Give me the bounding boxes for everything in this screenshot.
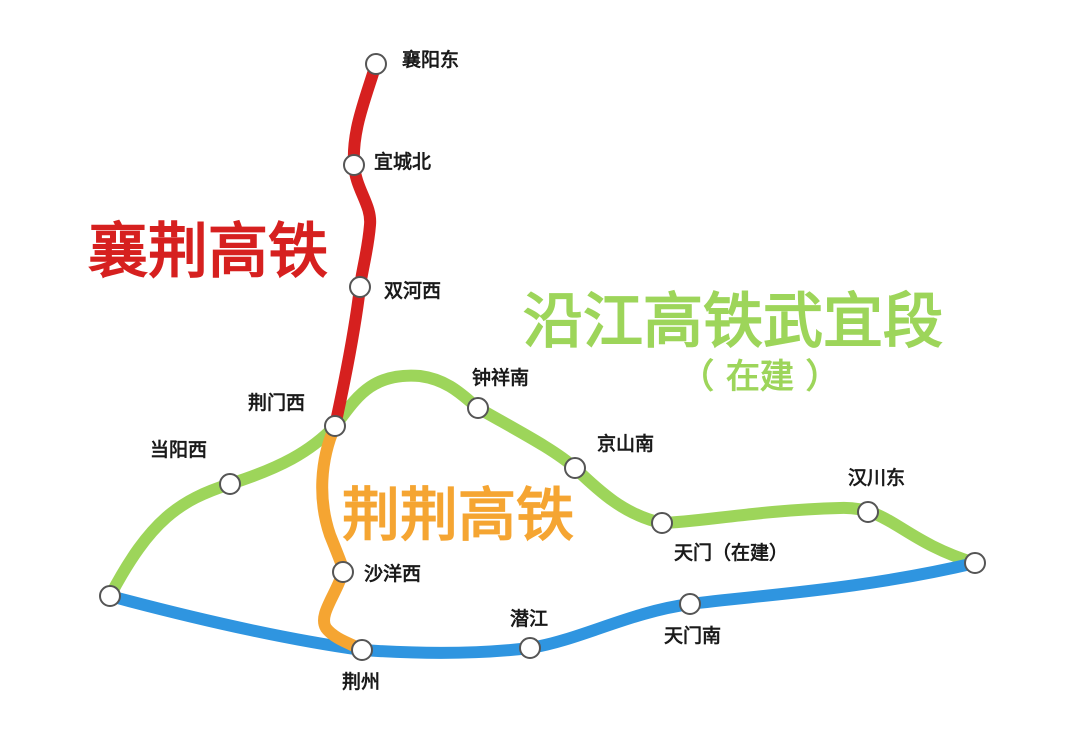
label-tianmen: 天门（在建） bbox=[674, 541, 788, 564]
label-yicheng-bei: 宜城北 bbox=[374, 150, 431, 173]
yanjiang-title: 沿江高铁武宜段 bbox=[523, 287, 943, 357]
label-hanchuan-dong: 汉川东 bbox=[848, 466, 905, 489]
yanjiang-line-west bbox=[104, 420, 341, 602]
station-hanchuan-dong bbox=[857, 501, 879, 523]
yanjiang-line-east bbox=[329, 369, 981, 569]
station-dangyang-xi bbox=[219, 473, 241, 495]
label-jingshan-nan: 京山南 bbox=[597, 432, 654, 455]
station-yichang-end bbox=[99, 585, 121, 607]
label-tianmen-nan: 天门南 bbox=[664, 624, 721, 647]
station-jingmen-xi bbox=[324, 415, 346, 437]
label-shuanghe-xi: 双河西 bbox=[384, 280, 441, 302]
label-shayang-xi: 沙洋西 bbox=[364, 562, 421, 585]
label-qianjiang: 潜江 bbox=[510, 607, 548, 630]
station-shayang-xi bbox=[332, 561, 354, 583]
yanjiang-subtitle: （ 在建 ） bbox=[680, 357, 840, 397]
station-tianmen-nan bbox=[679, 593, 701, 615]
xiangjing-title: 襄荆高铁 bbox=[88, 217, 328, 287]
label-jingzhou: 荆州 bbox=[342, 670, 380, 693]
station-jingshan-nan bbox=[564, 457, 586, 479]
label-jingmen-xi: 荆门西 bbox=[248, 391, 305, 414]
station-xiangyang-dong bbox=[365, 53, 387, 75]
label-xiangyang-dong: 襄阳东 bbox=[401, 48, 459, 71]
station-zhongxiang-nan bbox=[467, 397, 489, 419]
jingjing-title: 荆荆高铁 bbox=[342, 481, 574, 549]
station-shuanghe-xi bbox=[349, 276, 371, 298]
station-qianjiang bbox=[519, 637, 541, 659]
label-dangyang-xi: 当阳西 bbox=[150, 438, 207, 461]
station-tianmen bbox=[651, 512, 673, 534]
station-jingzhou bbox=[351, 639, 373, 661]
station-yicheng-bei bbox=[343, 154, 365, 176]
label-zhongxiang-nan: 钟祥南 bbox=[472, 366, 529, 389]
xiangjing-line bbox=[329, 58, 382, 432]
station-hankou-end bbox=[964, 552, 986, 574]
